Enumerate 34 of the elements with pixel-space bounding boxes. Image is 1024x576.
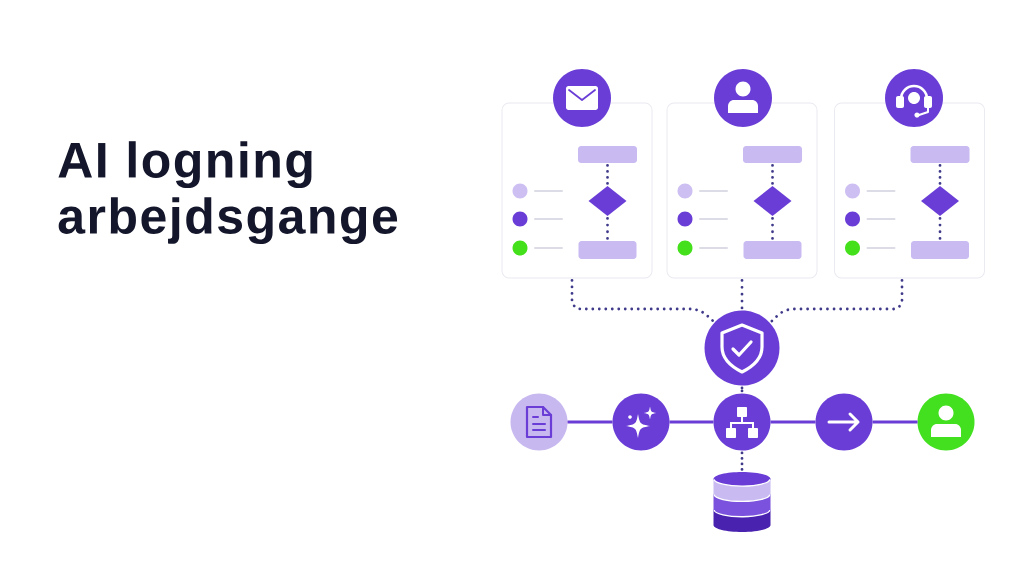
dotted-connector (771, 164, 774, 185)
dotted-connector (740, 386, 744, 393)
dotted-connector (740, 279, 744, 310)
headset-icon (885, 69, 943, 127)
process-box (578, 241, 637, 259)
dotted-connector (938, 217, 942, 240)
person-icon (714, 69, 772, 127)
connector-line (567, 420, 613, 424)
decision-diamond (588, 186, 627, 216)
decision-diamond (753, 186, 792, 216)
dotted-connector (938, 164, 942, 185)
document-icon (510, 393, 568, 451)
person-icon (917, 393, 975, 451)
process-box (911, 241, 969, 259)
connector-line (669, 420, 714, 424)
title: AI logning arbejdsgange (58, 141, 398, 245)
sparkle-icon (612, 393, 670, 451)
org-chart-icon (713, 393, 771, 451)
dotted-connector (770, 279, 904, 323)
process-box (743, 241, 802, 259)
dotted-connector (740, 451, 744, 471)
connector-line (872, 420, 918, 424)
dotted-connector (771, 217, 774, 240)
envelope-icon (553, 69, 611, 127)
process-box (743, 146, 802, 163)
shield-check-icon (704, 310, 780, 386)
process-box (910, 146, 970, 163)
database-icon (713, 472, 771, 532)
dotted-connector (570, 279, 715, 323)
process-box (578, 146, 637, 163)
dotted-connector (606, 164, 609, 185)
dotted-connector (606, 217, 609, 240)
decision-diamond (921, 186, 959, 216)
connector-line (770, 420, 816, 424)
